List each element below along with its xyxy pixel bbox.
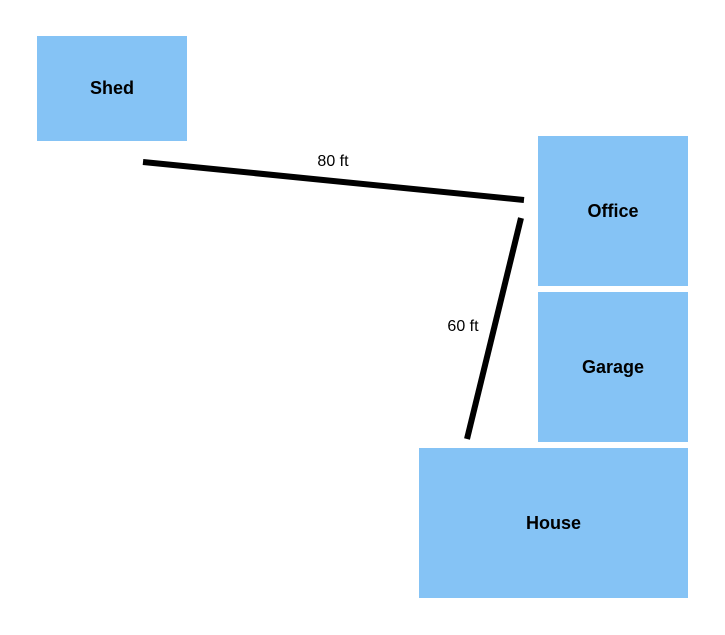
shed-label: Shed: [89, 78, 134, 98]
office-house-line: [464, 217, 524, 440]
house-label: House: [525, 512, 581, 533]
shed-office-line: [142, 159, 525, 203]
office-house-distance-label: 60 ft: [447, 318, 479, 335]
garage-label: Garage: [581, 356, 645, 377]
garage-building: Garage: [538, 292, 688, 442]
shed-building: Shed: [37, 36, 187, 141]
office-building: Office: [538, 136, 688, 286]
office-label: Office: [587, 200, 639, 221]
house-building: House: [419, 448, 688, 598]
shed-office-distance-label: 80 ft: [317, 153, 349, 170]
